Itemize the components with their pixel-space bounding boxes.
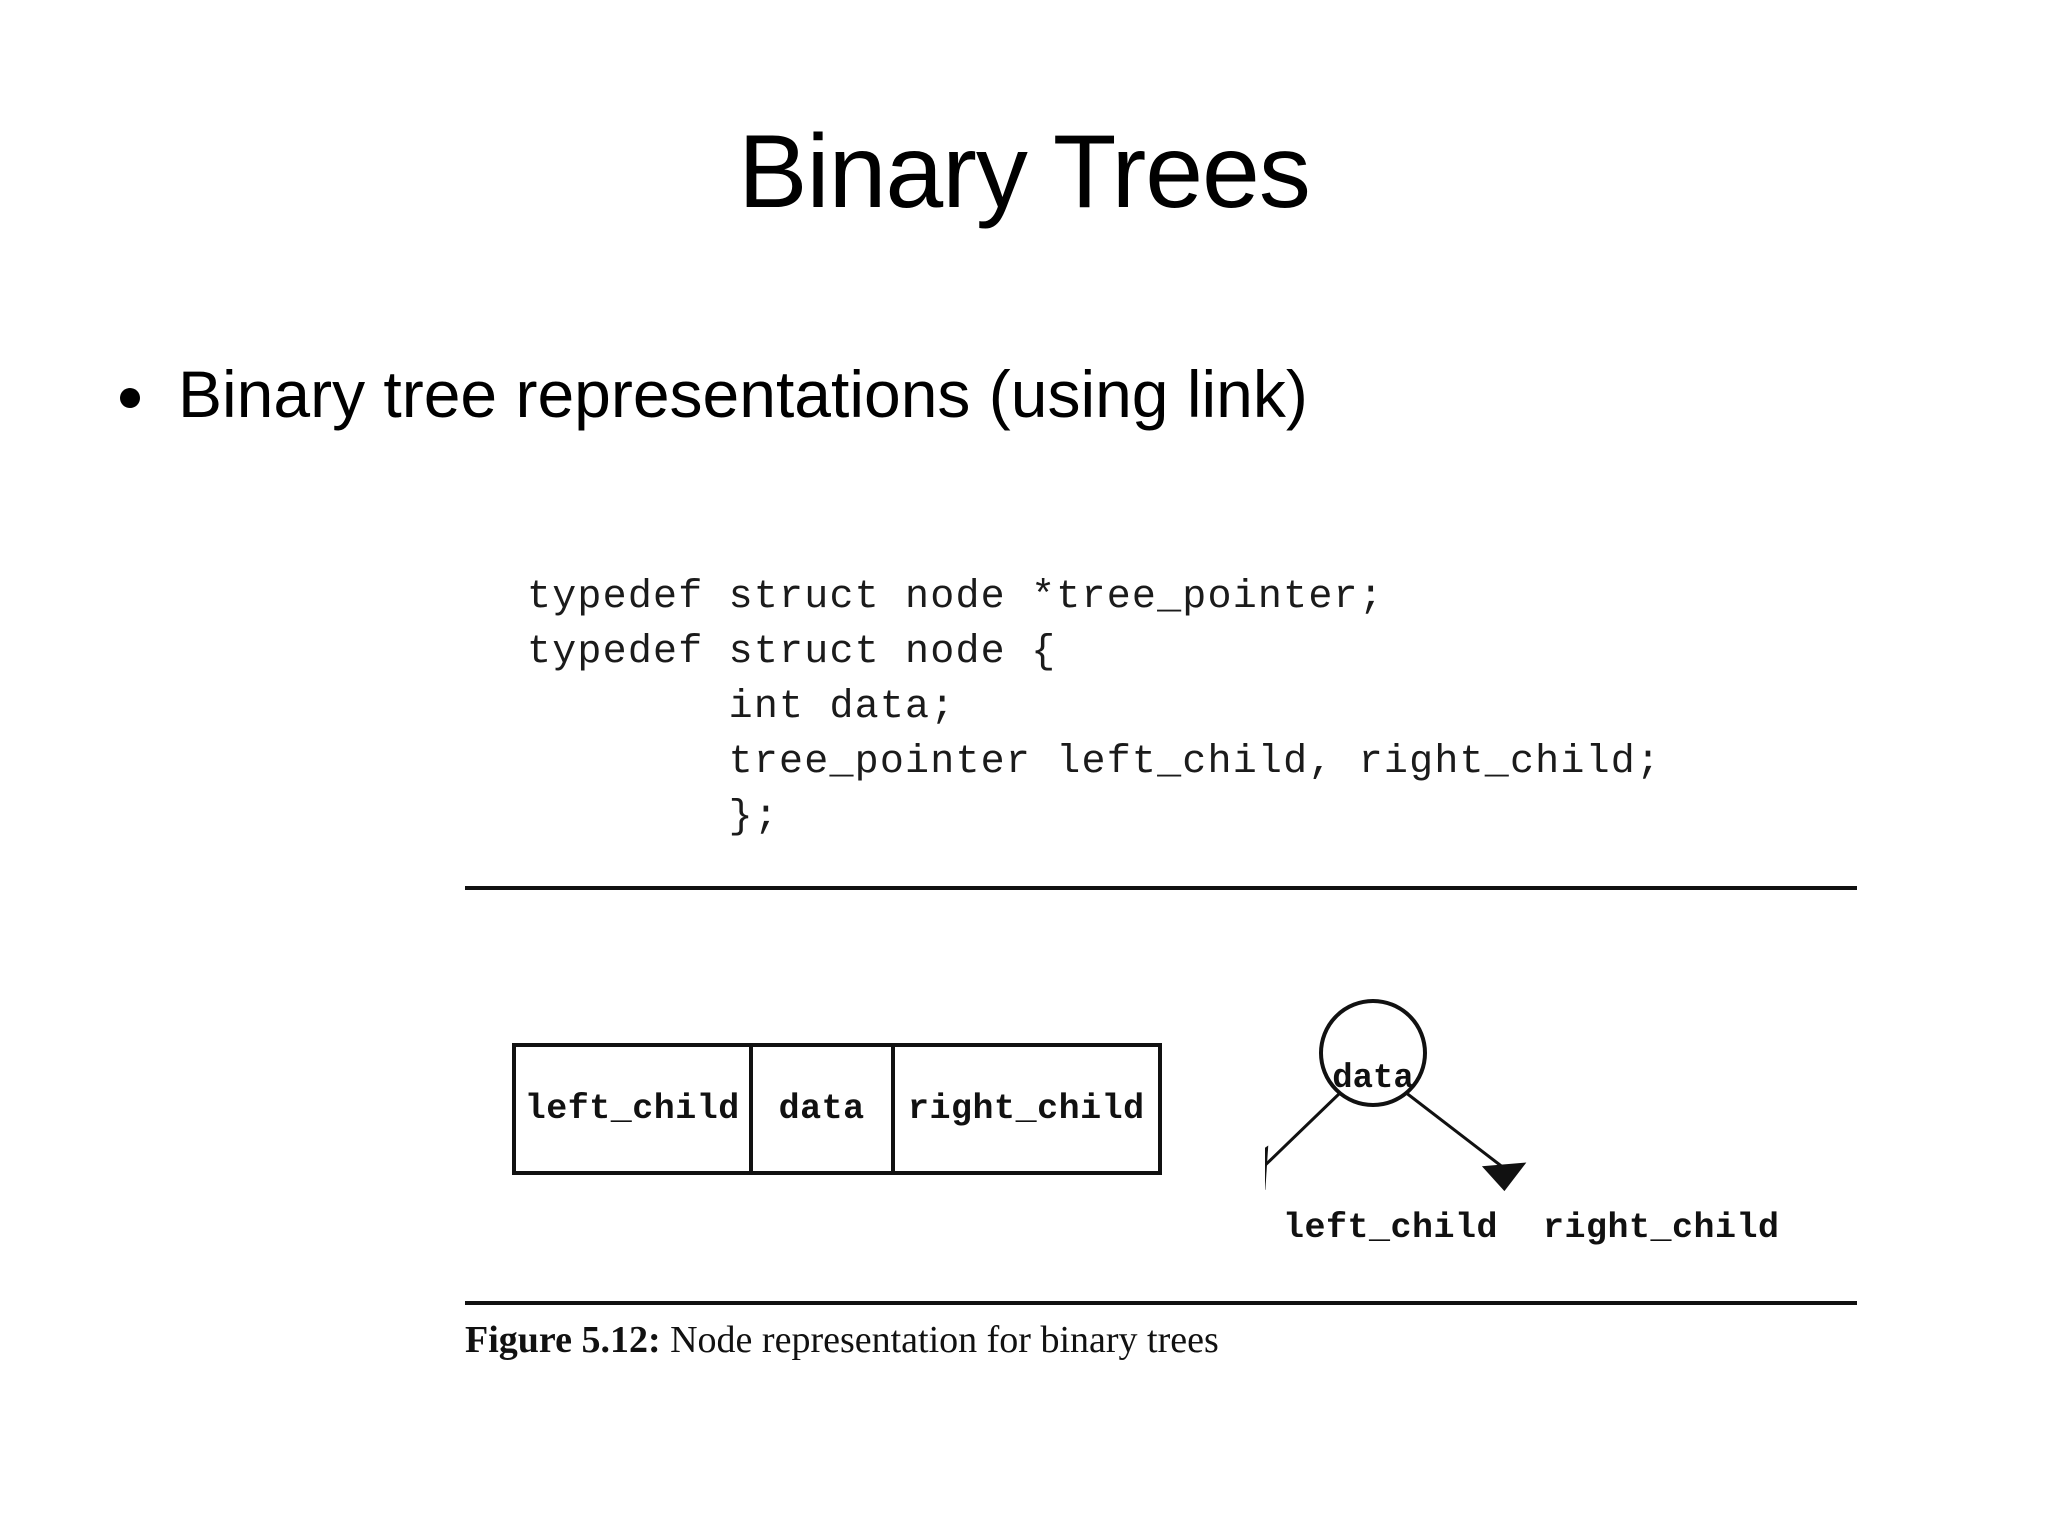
code-listing: typedef struct node *tree_pointer; typed… xyxy=(527,575,1662,840)
bullet-list-item: Binary tree representations (using link) xyxy=(120,357,1920,432)
tree-node-diagram: data left_child right_child xyxy=(1265,950,1825,1280)
node-box-diagram: left_child data right_child xyxy=(512,1043,1162,1175)
bullet-item-label: Binary tree representations (using link) xyxy=(178,357,1308,431)
tree-root-label: data xyxy=(1332,1060,1414,1098)
tree-node-svg xyxy=(1265,999,1527,1192)
figure-5-12: left_child data right_child data xyxy=(465,880,1857,1362)
figure-rule-top xyxy=(465,886,1857,890)
node-cell-right-child: right_child xyxy=(908,1089,1145,1129)
bullet-dot-icon xyxy=(120,388,140,408)
figure-caption: Figure 5.12: Node representation for bin… xyxy=(465,1318,1219,1362)
tree-left-child-label: left_child xyxy=(1283,1208,1499,1248)
figure-rule-bottom xyxy=(465,1301,1857,1305)
node-cell-data: data xyxy=(753,1047,895,1171)
tree-right-child-label: right_child xyxy=(1543,1208,1780,1248)
figure-caption-text: Node representation for binary trees xyxy=(660,1319,1219,1361)
page-title: Binary Trees xyxy=(738,114,1311,230)
node-cell-left-child: left_child xyxy=(516,1047,753,1171)
figure-caption-number: Figure 5.12: xyxy=(465,1319,661,1361)
